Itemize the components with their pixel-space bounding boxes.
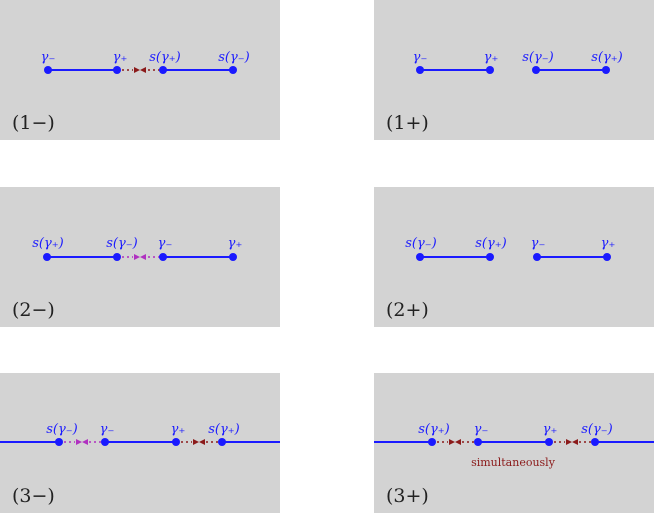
point-4: [218, 438, 226, 446]
label-2: s(γ₊): [475, 236, 506, 251]
label-4: s(γ₋): [218, 50, 249, 65]
panel-1-plus: γ₋ γ₊ s(γ₋) s(γ₊) (1+): [374, 0, 654, 140]
point-2: [486, 253, 494, 261]
bowtie-magenta-link: [134, 254, 146, 260]
point-3: [159, 66, 167, 74]
panel-2-minus: s(γ₊) s(γ₋) γ₋ γ₊ (2−): [0, 187, 280, 327]
label-4: γ₊: [601, 236, 616, 251]
point-3: [159, 253, 167, 261]
label-1: s(γ₊): [418, 422, 449, 437]
label-2: γ₊: [113, 50, 128, 65]
panel-2-plus: s(γ₋) s(γ₊) γ₋ γ₊ (2+): [374, 187, 654, 327]
panel-3-plus: s(γ₊) γ₋ γ₊ s(γ₋) simultaneously (3+): [374, 373, 654, 513]
label-4: s(γ₊): [591, 50, 622, 65]
label-1: s(γ₋): [405, 236, 436, 251]
point-4: [229, 66, 237, 74]
label-3: γ₊: [543, 422, 558, 437]
label-1: γ₋: [413, 50, 428, 65]
bowtie-red-link-left: [449, 439, 461, 445]
point-4: [229, 253, 237, 261]
point-2: [486, 66, 494, 74]
label-1: s(γ₊): [32, 236, 63, 251]
label-2: s(γ₋): [106, 236, 137, 251]
point-1: [43, 253, 51, 261]
label-3: γ₋: [158, 236, 173, 251]
point-3: [532, 66, 540, 74]
simultaneously-note: simultaneously: [471, 456, 556, 469]
label-3: γ₋: [531, 236, 546, 251]
bowtie-magenta-link: [76, 439, 88, 445]
panel-3-minus: s(γ₋) γ₋ γ₊ s(γ₊) (3−): [0, 373, 280, 513]
bowtie-red-link: [193, 439, 205, 445]
label-2: γ₊: [484, 50, 499, 65]
label-4: s(γ₊): [208, 422, 239, 437]
point-1: [416, 253, 424, 261]
point-1: [416, 66, 424, 74]
point-2: [474, 438, 482, 446]
panel-caption: (1−): [12, 112, 55, 134]
point-4: [591, 438, 599, 446]
bowtie-red-link-right: [566, 439, 578, 445]
panel-caption: (3+): [386, 485, 429, 507]
point-2: [113, 253, 121, 261]
panel-caption: (2−): [12, 299, 55, 321]
point-2: [113, 66, 121, 74]
label-1: γ₋: [41, 50, 56, 65]
panel-caption: (1+): [386, 112, 429, 134]
label-1: s(γ₋): [46, 422, 77, 437]
point-1: [428, 438, 436, 446]
point-3: [533, 253, 541, 261]
label-4: s(γ₋): [581, 422, 612, 437]
label-4: γ₊: [228, 236, 243, 251]
panel-caption: (2+): [386, 299, 429, 321]
label-2: γ₋: [100, 422, 115, 437]
panel-caption: (3−): [12, 485, 55, 507]
point-3: [545, 438, 553, 446]
point-1: [55, 438, 63, 446]
point-4: [602, 66, 610, 74]
point-2: [101, 438, 109, 446]
label-3: s(γ₋): [522, 50, 553, 65]
panel-1-minus: γ₋ γ₊ s(γ₊) s(γ₋) (1−): [0, 0, 280, 140]
bowtie-red-link: [134, 67, 146, 73]
label-3: s(γ₊): [149, 50, 180, 65]
label-3: γ₊: [171, 422, 186, 437]
point-3: [172, 438, 180, 446]
label-2: γ₋: [474, 422, 489, 437]
point-4: [603, 253, 611, 261]
point-1: [44, 66, 52, 74]
